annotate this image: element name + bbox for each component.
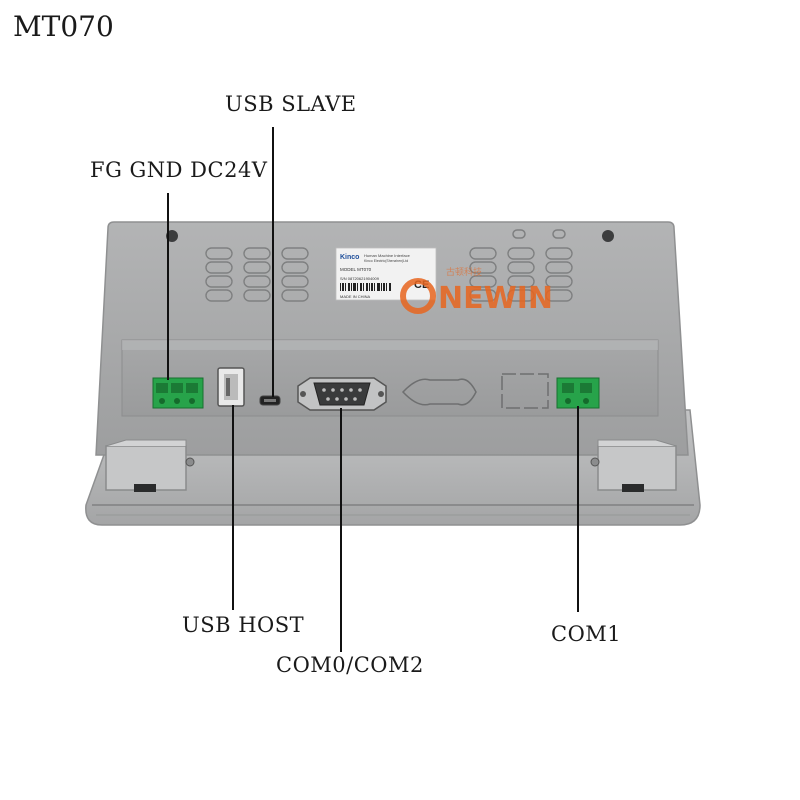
power-terminal-block (152, 377, 204, 409)
com1-terminal-block (556, 377, 600, 409)
vent-slot (281, 275, 309, 288)
vent-slot (243, 289, 271, 302)
vent-slot (545, 289, 573, 302)
vent-slot (545, 247, 573, 260)
leader-lines (167, 127, 579, 652)
vent-slot (545, 275, 573, 288)
usb-slave-port (259, 395, 281, 406)
vent-slot (469, 275, 497, 288)
model-title: MT070 (13, 10, 114, 43)
sticker-serial: S/N 08720621904009 (340, 276, 380, 281)
vent-grill-left (205, 247, 309, 302)
sticker-made-in: MADE IN CHINA (340, 294, 371, 299)
vent-slot (243, 275, 271, 288)
vent-slot (545, 261, 573, 274)
sticker-desc-2: Kinco Electric(Shenzhen)Ltd (364, 259, 408, 263)
sticker-brand: Kinco (340, 254, 359, 261)
vent-slot (281, 261, 309, 274)
mounting-clip-left (105, 439, 195, 492)
vent-slot (205, 275, 233, 288)
blank-terminal-knockout (501, 373, 549, 409)
blank-port-knockout (401, 378, 477, 406)
watermark-o-icon (400, 278, 436, 314)
com0-com2-label: COM0/COM2 (276, 653, 424, 677)
watermark-logo: NEWIN 古顿科技 (400, 266, 553, 316)
vent-slot (281, 289, 309, 302)
product-sticker: Kinco Human Machine Interface Kinco Elec… (335, 247, 437, 301)
vent-slot (205, 247, 233, 260)
vent-slot (281, 247, 309, 260)
vent-slot (205, 289, 233, 302)
sticker-desc-1: Human Machine Interface (364, 253, 411, 258)
usb-host-label: USB HOST (182, 613, 305, 637)
vent-slot (205, 261, 233, 274)
mounting-clip-right (590, 439, 677, 492)
db9-serial-port (297, 377, 387, 411)
usb-slave-label: USB SLAVE (225, 92, 357, 116)
vent-slot (507, 247, 535, 260)
vent-slot (507, 275, 535, 288)
com1-label: COM1 (551, 622, 622, 646)
vent-slot (507, 289, 535, 302)
vent-slot (507, 261, 535, 274)
indicator-slot-1 (512, 229, 526, 239)
watermark-text: NEWIN (438, 281, 553, 316)
vent-grill-right (469, 247, 573, 302)
indicator-slot-2 (552, 229, 566, 239)
vent-slot (469, 247, 497, 260)
usb-host-port (217, 367, 245, 407)
vent-slot (469, 261, 497, 274)
power-terminal-label: FG GND DC24V (90, 158, 268, 182)
vent-slot (243, 247, 271, 260)
mount-hole-right (602, 230, 614, 242)
sticker-model: MODEL MT070 (340, 267, 372, 272)
sticker-barcode (340, 283, 391, 291)
vent-slot (243, 261, 271, 274)
vent-slot (469, 289, 497, 302)
watermark-sub: 古顿科技 (446, 266, 482, 278)
